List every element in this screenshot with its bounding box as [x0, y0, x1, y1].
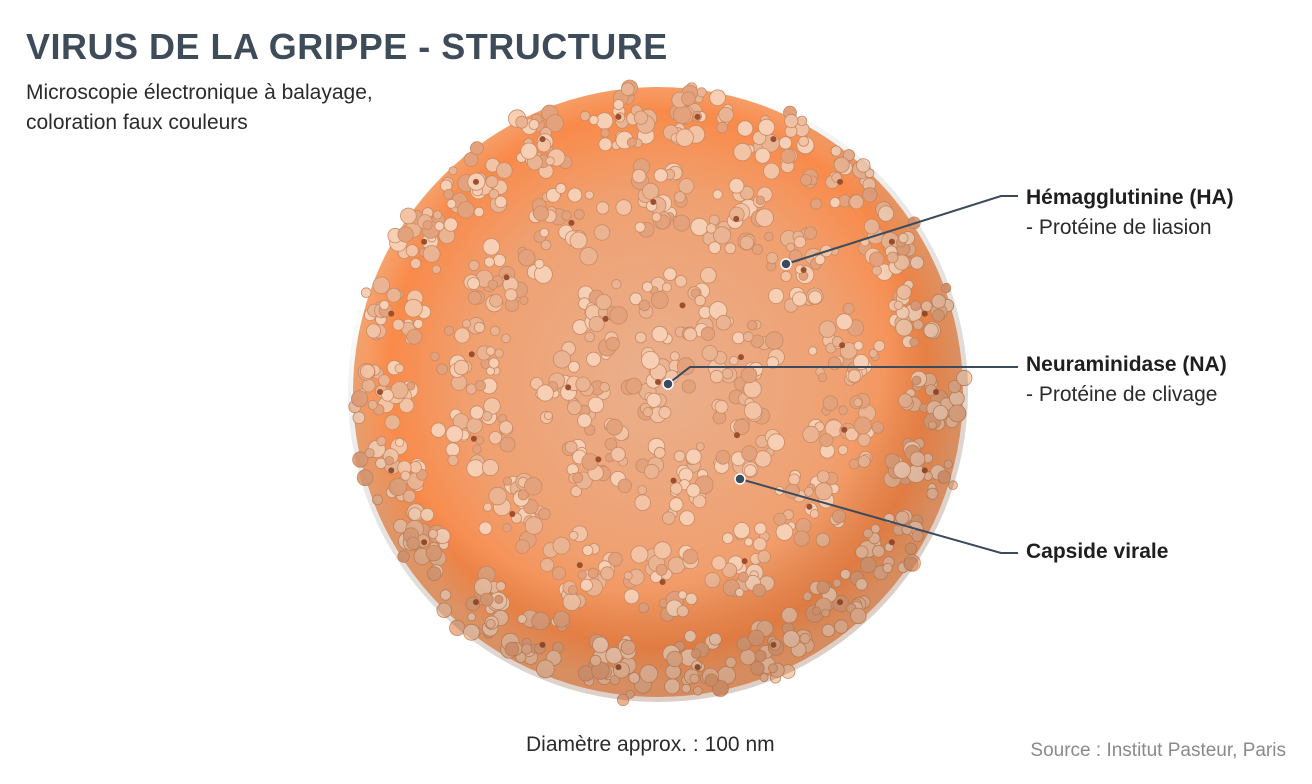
subtitle-line-2: coloration faux couleurs: [26, 111, 248, 134]
label-hemagglutinin-name: Hémagglutinine (HA): [1026, 186, 1234, 209]
leader-dot-capsid: [734, 473, 746, 485]
leader-lines: [667, 195, 1018, 554]
label-neuraminidase-name: Neuraminidase (NA): [1026, 353, 1227, 376]
leader-dot-ha: [780, 258, 792, 270]
leader-line-ha: [785, 195, 1018, 265]
label-hemagglutinin-desc: - Protéine de liasion: [1026, 216, 1212, 239]
source-credit: Source : Institut Pasteur, Paris: [1030, 740, 1286, 761]
leader-dot-na: [662, 378, 674, 390]
leader-line-capsid: [739, 478, 1018, 554]
leader-dots: [662, 258, 792, 485]
label-hemagglutinin: Hémagglutinine (HA) - Protéine de liasio…: [1026, 183, 1234, 243]
page-title: VIRUS DE LA GRIPPE - STRUCTURE: [26, 26, 668, 67]
page-subtitle: Microscopie électronique à balayage, col…: [26, 78, 446, 138]
virus-shading: [348, 82, 968, 702]
label-capsid-name: Capside virale: [1026, 540, 1169, 563]
subtitle-line-1: Microscopie électronique à balayage,: [26, 81, 373, 104]
label-neuraminidase-desc: - Protéine de clivage: [1026, 383, 1218, 406]
label-capsid: Capside virale: [1026, 537, 1168, 567]
leader-line-na: [667, 366, 1018, 385]
diameter-caption: Diamètre approx. : 100 nm: [526, 733, 775, 756]
label-neuraminidase: Neuraminidase (NA) - Protéine de clivage: [1026, 350, 1227, 410]
